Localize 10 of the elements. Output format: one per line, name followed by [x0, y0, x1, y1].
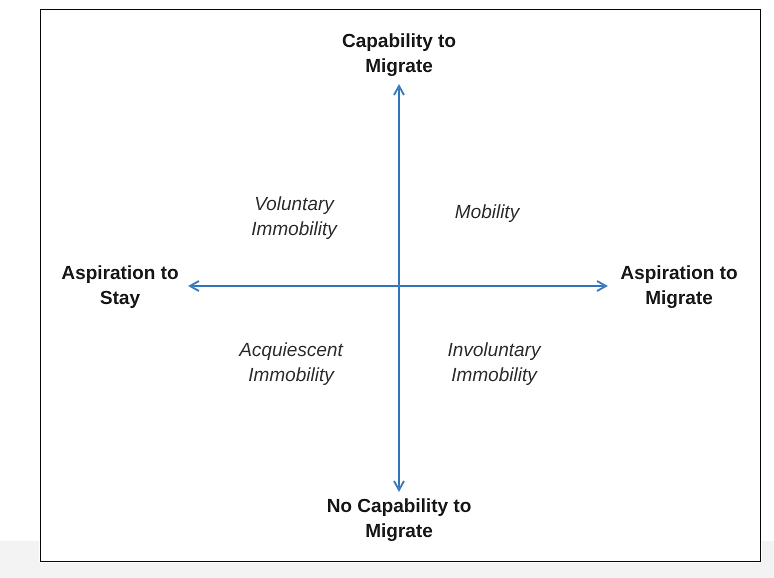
quadrant-label: Involuntary Immobility: [446, 339, 542, 388]
axis-label: Capability to Migrate: [340, 30, 457, 79]
quadrant-label: Voluntary Immobility: [250, 193, 338, 242]
double-arrow: [189, 280, 607, 292]
axis-label: Aspiration to Migrate: [619, 262, 739, 311]
quadrant-label: Acquiescent Immobility: [238, 339, 344, 388]
axis-label: No Capability to Migrate: [326, 495, 472, 544]
quadrant-label: Mobility: [454, 201, 521, 225]
axis-label: Aspiration to Stay: [60, 262, 180, 311]
double-arrow: [393, 85, 405, 491]
